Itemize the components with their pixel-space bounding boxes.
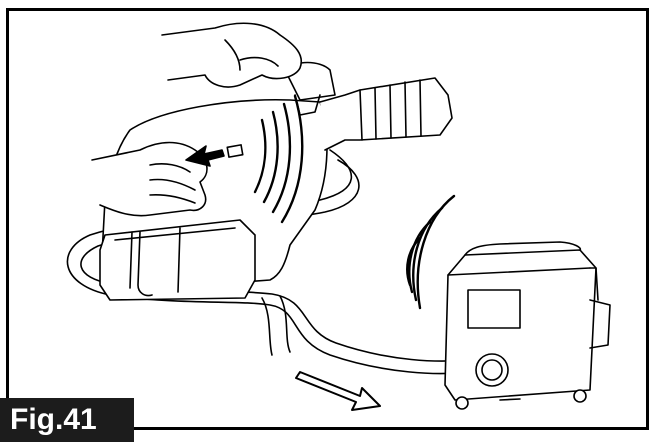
top-hand <box>162 23 301 87</box>
figure-label: Fig.41 <box>0 398 134 442</box>
vacuum-cleaner <box>445 242 610 409</box>
grip-hand <box>92 143 207 216</box>
arrow-icon <box>296 372 380 410</box>
